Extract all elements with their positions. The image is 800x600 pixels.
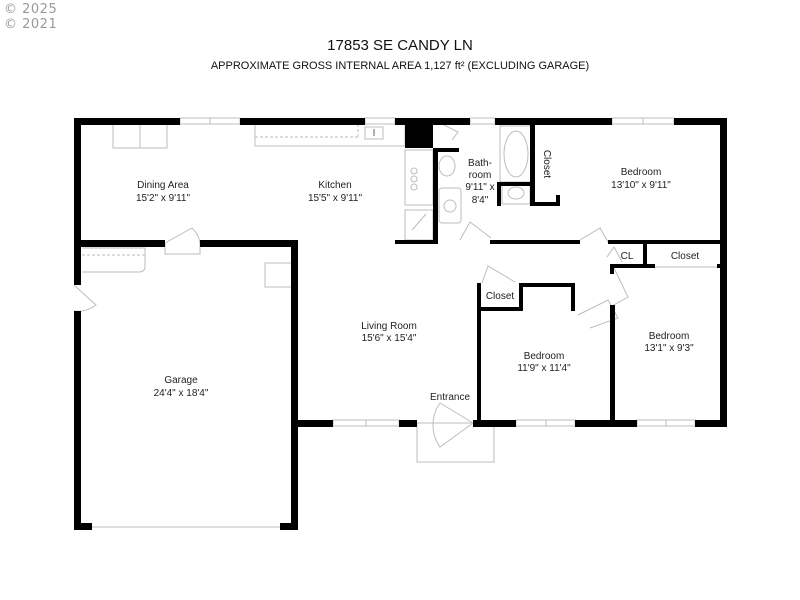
bathroom-dims-1: 9'11" x [465,182,494,193]
garage-shelf [82,247,146,273]
dining-area-name: Dining Area [137,180,189,191]
kitchen-sink [364,126,384,140]
bedroom-mid-dims: 11'9" x 11'4" [517,363,571,374]
entrance-label: Entrance [430,392,470,403]
door-garage-house [164,243,201,255]
fixtures [73,117,717,528]
window-kitchen [364,117,396,125]
walls [74,118,727,530]
cl-label: CL [621,251,634,262]
door-bath [459,221,492,241]
window-bath [469,117,496,125]
door-cl [606,246,623,263]
living-room-dims: 15'6" x 15'4" [362,333,417,344]
bathtub [499,125,533,183]
door-garage-side [73,284,97,312]
property-address-title: 17853 SE CANDY LN [327,37,473,54]
closet-right-label: Closet [671,251,700,262]
door-closet-mid [481,265,516,284]
stove [404,149,434,206]
gross-area-subtitle: APPROXIMATE GROSS INTERNAL AREA 1,127 ft… [210,60,590,72]
door-master-bedroom [579,227,609,243]
toilet [438,155,456,177]
dining-area-dims: 15'2" x 9'11" [136,193,191,204]
bathroom-name-2: room [469,170,492,181]
bedroom-right-dims: 13'1" x 9'3" [644,343,694,354]
garage-water-heater [264,262,293,288]
living-room-name: Living Room [361,321,417,332]
entrance-stoop [416,422,495,463]
copyright-watermark-2025: © 2025 [4,2,58,17]
kitchen-name: Kitchen [318,180,351,191]
bedroom-master-name: Bedroom [621,167,662,178]
entrance-door [432,402,474,448]
copyright-watermark-2021: © 2021 [4,17,58,32]
bedroom-master-dims: 13'10" x 9'11" [611,180,671,191]
closet-master-label: Closet [541,150,552,179]
bedroom-right-name: Bedroom [649,331,690,342]
bath-vanity [438,187,462,224]
door-kitchen-top [439,122,459,141]
bathroom-dims-2: 8'4" [472,195,489,206]
room-labels: Dining Area 15'2" x 9'11" Kitchen 15'5" … [136,150,699,403]
kitchen-dims: 15'5" x 9'11" [308,193,363,204]
garage-dims: 24'4" x 18'4" [154,388,209,399]
dishwasher [404,209,434,241]
closet-mid-label: Closet [486,291,515,302]
door-bedroom-right [611,267,629,307]
bathroom-name-1: Bath- [468,158,492,169]
bedroom-mid-name: Bedroom [524,351,565,362]
garage-name: Garage [164,375,198,386]
